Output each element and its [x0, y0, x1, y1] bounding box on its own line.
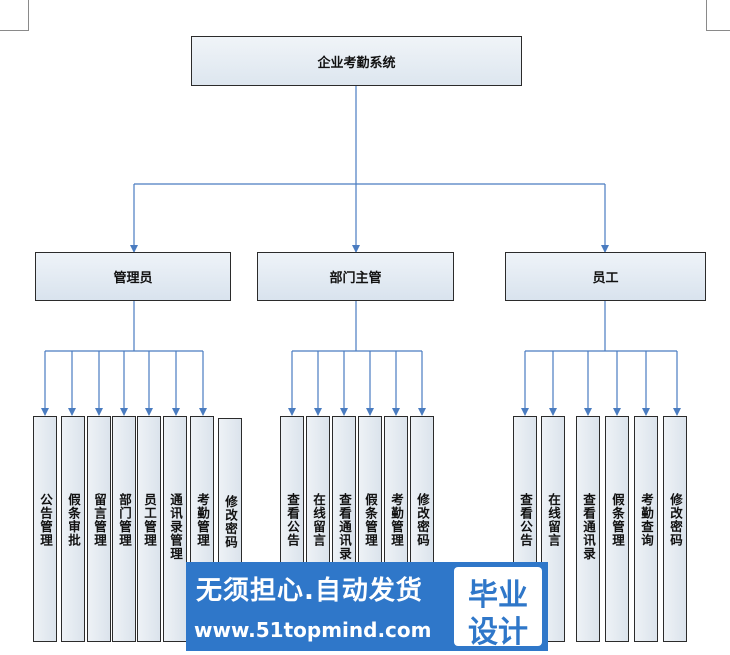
- group-node-employee: 员工: [505, 252, 706, 301]
- group-node-label: 管理员: [113, 271, 153, 286]
- leaf-node-label: 修改密码: [223, 495, 238, 549]
- watermark-banner: 无须担心.自动发货 www.51topmind.com 毕业 设计: [186, 562, 548, 651]
- leaf-node-label: 假条审批: [66, 493, 81, 547]
- watermark-badge-line2: 设计: [468, 615, 528, 650]
- leaf-node: 通讯录管理: [163, 416, 187, 642]
- leaf-node-label: 部门管理: [117, 493, 132, 547]
- leaf-node-label: 员工管理: [142, 493, 157, 547]
- leaf-node-label: 考勤查询: [639, 493, 654, 547]
- group-node-dept-manager: 部门主管: [257, 252, 454, 301]
- leaf-node: 部门管理: [112, 416, 136, 642]
- crop-mark: [28, 0, 29, 31]
- group-node-label: 员工: [592, 271, 619, 286]
- leaf-node-label: 考勤管理: [389, 493, 404, 547]
- leaf-node-label: 在线留言: [546, 493, 561, 547]
- leaf-node: 假条管理: [605, 416, 629, 642]
- leaf-node: 公告管理: [33, 416, 57, 642]
- crop-mark: [706, 30, 730, 31]
- leaf-node-label: 修改密码: [415, 493, 430, 547]
- root-node: 企业考勤系统: [191, 36, 522, 86]
- crop-mark: [706, 0, 707, 31]
- crop-mark: [0, 30, 28, 31]
- root-node-label: 企业考勤系统: [317, 55, 396, 71]
- leaf-node-label: 在线留言: [311, 493, 326, 547]
- leaf-node-label: 通讯录管理: [168, 493, 183, 561]
- watermark-url: www.51topmind.com: [194, 618, 432, 642]
- leaf-node-label: 修改密码: [668, 493, 683, 547]
- group-node-admin: 管理员: [35, 252, 231, 301]
- leaf-node-label: 查看公告: [518, 493, 533, 547]
- leaf-node-label: 假条管理: [363, 493, 378, 547]
- leaf-node-label: 查看通讯录: [581, 493, 596, 561]
- leaf-node-label: 查看公告: [285, 493, 300, 547]
- leaf-node-label: 考勤管理: [195, 493, 210, 547]
- watermark-badge: 毕业 设计: [454, 567, 542, 650]
- leaf-node-label: 留言管理: [92, 493, 107, 547]
- leaf-node: 员工管理: [137, 416, 161, 642]
- leaf-node: 查看通讯录: [576, 416, 600, 642]
- leaf-node: 修改密码: [663, 416, 687, 642]
- leaf-node: 留言管理: [87, 416, 111, 642]
- leaf-node-label: 假条管理: [610, 493, 625, 547]
- watermark-badge-line1: 毕业: [468, 578, 528, 613]
- leaf-node: 假条审批: [61, 416, 85, 642]
- watermark-slogan: 无须担心.自动发货: [196, 576, 423, 606]
- leaf-node-label: 公告管理: [38, 493, 53, 547]
- leaf-node: 考勤查询: [634, 416, 658, 642]
- leaf-node-label: 查看通讯录: [337, 493, 352, 561]
- group-node-label: 部门主管: [329, 271, 382, 286]
